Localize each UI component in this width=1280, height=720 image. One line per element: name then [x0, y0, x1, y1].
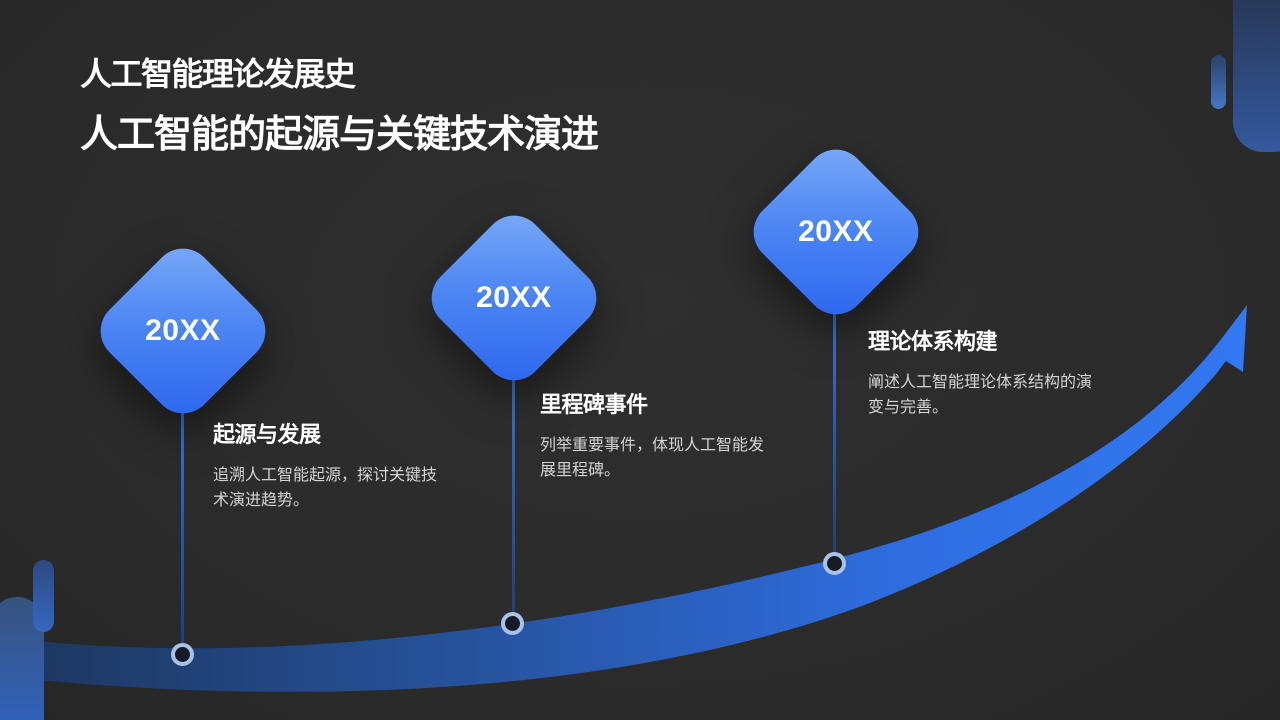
milestone-text-1: 起源与发展 追溯人工智能起源，探讨关键技术演进趋势。 — [213, 421, 453, 513]
slide-title-line2: 人工智能的起源与关键技术演进 — [80, 114, 599, 157]
decor-pill-top-right-large — [1233, 0, 1280, 152]
milestone-heading-1: 起源与发展 — [213, 422, 321, 447]
slide-title: 人工智能理论发展史 人工智能的起源与关键技术演进 — [80, 55, 599, 159]
milestone-year-2: 20XX — [476, 280, 552, 314]
slide-title-line1: 人工智能理论发展史 — [80, 56, 356, 92]
decor-pill-top-right-small — [1211, 55, 1226, 109]
timeline-milestone-3: 20XX — [741, 137, 931, 327]
arrow-band-path — [0, 305, 1247, 692]
diamond-shape-3: 20XX — [741, 137, 931, 327]
milestone-year-3: 20XX — [798, 214, 874, 248]
timeline-node-3 — [823, 552, 846, 575]
decor-pill-bottom-left-small — [33, 560, 54, 632]
milestone-year-1: 20XX — [145, 313, 221, 347]
timeline-node-2 — [501, 612, 524, 635]
timeline-milestone-1: 20XX — [88, 236, 278, 426]
timeline-stem-3 — [833, 232, 836, 564]
milestone-text-3: 理论体系构建 阐述人工智能理论体系结构的演变与完善。 — [868, 328, 1108, 420]
timeline-node-1 — [171, 643, 194, 666]
diamond-shape-2: 20XX — [419, 203, 609, 393]
milestone-text-2: 里程碑事件 列举重要事件，体现人工智能发展里程碑。 — [540, 391, 780, 483]
milestone-description-1: 追溯人工智能起源，探讨关键技术演进趋势。 — [213, 467, 438, 509]
milestone-heading-2: 里程碑事件 — [540, 392, 648, 417]
milestone-description-2: 列举重要事件，体现人工智能发展里程碑。 — [540, 437, 765, 479]
milestone-heading-3: 理论体系构建 — [868, 329, 998, 354]
milestone-description-3: 阐述人工智能理论体系结构的演变与完善。 — [868, 374, 1093, 416]
timeline-stem-1 — [181, 331, 184, 655]
timeline-milestone-2: 20XX — [419, 203, 609, 393]
timeline-stem-2 — [512, 298, 515, 624]
diamond-shape-1: 20XX — [88, 236, 278, 426]
